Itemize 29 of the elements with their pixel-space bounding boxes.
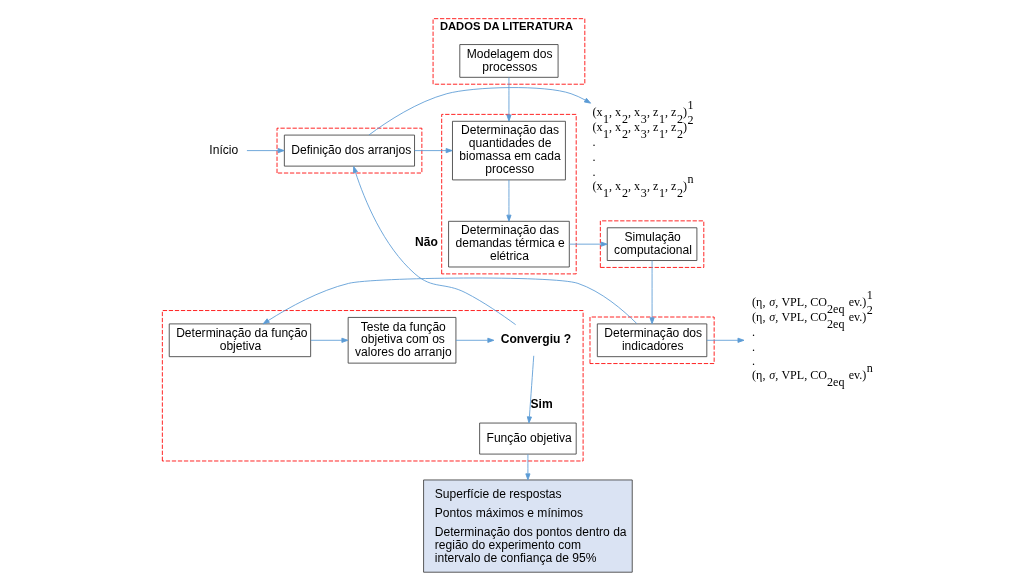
arrow — [310, 337, 349, 343]
node-box: Determinação das demandas térmica e elétrica — [448, 220, 570, 268]
node-text: Convergiu ? — [500, 331, 572, 346]
node-box: Determinação da função objetiva — [168, 323, 312, 358]
arrow — [246, 148, 285, 154]
arrow — [706, 337, 745, 343]
node-box: Superfície de respostas Pontos máximos e mínimos Determinação dos pontos dentro da região do experimento com intervalo de confiança de 95% — [423, 479, 633, 573]
cluster — [161, 310, 584, 462]
node-box: Teste da função objetiva com os valores do arranjo — [347, 317, 457, 364]
arrow — [414, 148, 453, 154]
node-box: Função objetiva — [479, 422, 577, 455]
node-box: Definição dos arranjos — [283, 134, 415, 167]
arrow — [368, 87, 592, 136]
arrow — [649, 260, 655, 325]
edge-label: Sim — [530, 396, 553, 411]
node-box: Determinação dos indicadores — [596, 323, 708, 358]
edge-label: Não — [414, 235, 438, 250]
arrow — [506, 179, 512, 222]
arrow — [506, 77, 512, 122]
arrow — [525, 453, 531, 481]
arrow — [353, 166, 517, 326]
arrow — [526, 355, 535, 424]
node-box: Simulação computacional — [606, 227, 698, 261]
node-box: Modelagem dos processos — [459, 44, 559, 78]
arrow — [568, 241, 608, 247]
arrow — [455, 337, 495, 343]
node-box: Determinação das quantidades de biomassa em cada processo — [452, 120, 566, 181]
node-text: Início — [209, 142, 239, 157]
arrow — [262, 277, 638, 325]
